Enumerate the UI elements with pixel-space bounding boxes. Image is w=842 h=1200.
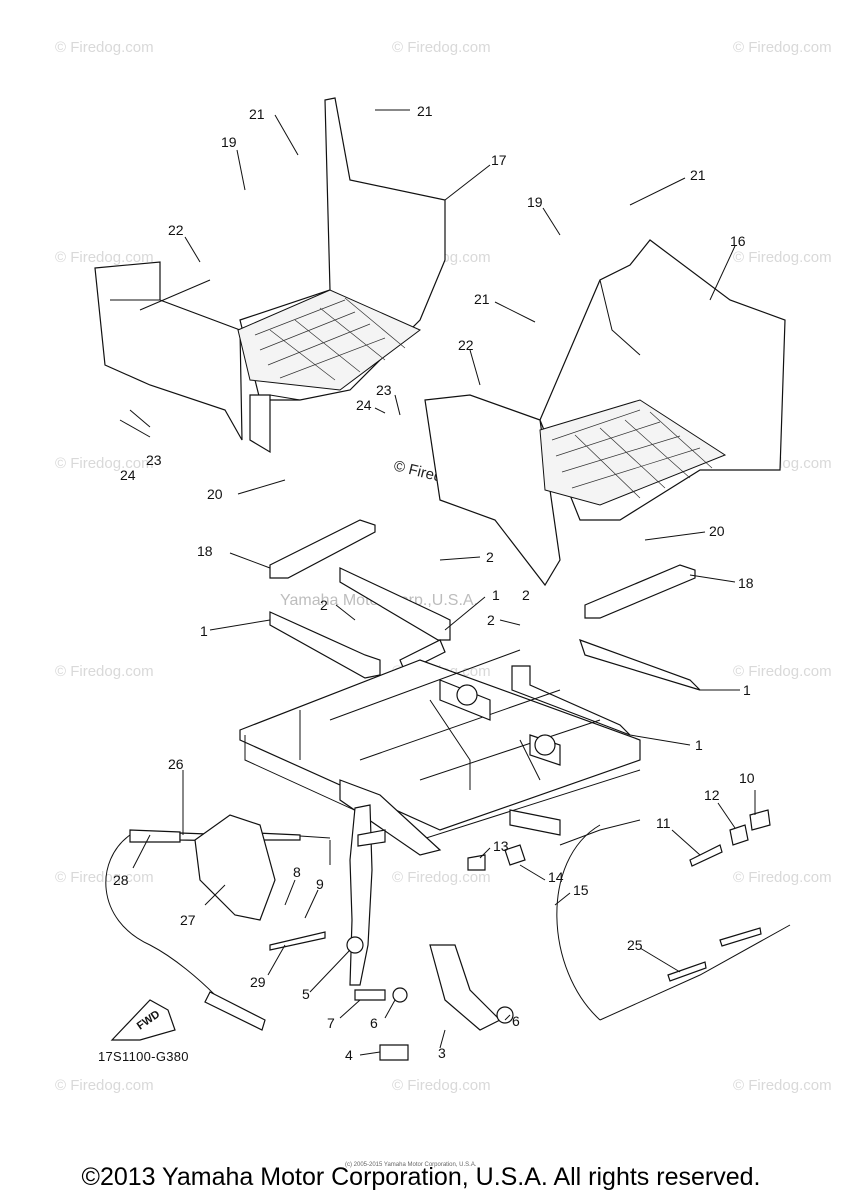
callout-20: 20: [709, 523, 725, 539]
callout-23: 23: [146, 452, 162, 468]
callout-3: 3: [438, 1045, 446, 1061]
callout-6: 6: [512, 1013, 520, 1029]
callout-21: 21: [690, 167, 706, 183]
callout-11: 11: [656, 815, 671, 831]
tiny-copyright: (c) 2005-2015 Yamaha Motor Corporation, …: [345, 1162, 477, 1168]
callout-14: 14: [548, 869, 564, 885]
callout-4: 4: [345, 1047, 353, 1063]
watermark: © Firedog.com: [55, 869, 154, 886]
callout-22: 22: [458, 337, 474, 353]
callout-20: 20: [207, 486, 223, 502]
watermark: © Firedog.com: [392, 869, 491, 886]
watermark: © Firedog.com: [733, 39, 832, 56]
callout-2: 2: [522, 587, 530, 603]
callout-18: 18: [197, 543, 213, 559]
callout-13: 13: [493, 838, 509, 854]
watermark: © Firedog.com: [55, 39, 154, 56]
callout-24: 24: [356, 397, 372, 413]
parts-diagram: © Firedog.com © Firedog.com © Firedog.co…: [55, 39, 832, 1094]
watermark: © Firedog.com: [733, 663, 832, 680]
callout-2: 2: [320, 597, 328, 613]
watermark: © Firedog.com: [55, 455, 154, 472]
copyright-notice: ©2013 Yamaha Motor Corporation, U.S.A. A…: [81, 1163, 761, 1191]
leader-lines: [119, 109, 756, 1056]
callout-28: 28: [113, 872, 129, 888]
diagram-code: 17S1100-G380: [98, 1049, 189, 1064]
watermark: © Firedog.com: [733, 869, 832, 886]
callout-15: 15: [573, 882, 589, 898]
callout-10: 10: [739, 770, 755, 786]
left-footrest-assembly: [94, 97, 446, 454]
callout-7: 7: [327, 1015, 335, 1031]
callout-18: 18: [738, 575, 754, 591]
callout-2: 2: [486, 549, 494, 565]
callout-5: 5: [302, 986, 310, 1002]
fwd-arrow-icon: FWD: [110, 999, 176, 1041]
callout-1: 1: [492, 587, 500, 603]
callout-21: 21: [417, 103, 433, 119]
callout-23: 23: [376, 382, 392, 398]
watermark: © Firedog.com: [55, 1077, 154, 1094]
right-brackets: [511, 564, 701, 736]
callout-16: 16: [730, 233, 746, 249]
callout-21: 21: [249, 106, 265, 122]
watermark-layer: © Firedog.com © Firedog.com © Firedog.co…: [55, 39, 832, 1094]
callout-25: 25: [627, 937, 643, 953]
callout-12: 12: [704, 787, 720, 803]
callout-2: 2: [487, 612, 495, 628]
callout-29: 29: [250, 974, 266, 990]
watermark: © Firedog.com: [733, 1077, 832, 1094]
callout-17: 17: [491, 152, 507, 168]
watermark: © Firedog.com: [392, 1077, 491, 1094]
left-brackets: [269, 519, 451, 679]
callout-19: 19: [221, 134, 237, 150]
callout-9: 9: [316, 876, 324, 892]
callout-1: 1: [200, 623, 208, 639]
callout-19: 19: [527, 194, 543, 210]
watermark: © Firedog.com: [55, 663, 154, 680]
callout-26: 26: [168, 756, 184, 772]
callout-8: 8: [293, 864, 301, 880]
callout-22: 22: [168, 222, 184, 238]
callout-27: 27: [180, 912, 196, 928]
parking-brake-cable-25: [467, 809, 791, 1021]
brake-pedal-assembly: [194, 804, 514, 1061]
callout-6: 6: [370, 1015, 378, 1031]
frame-assembly: [239, 649, 641, 856]
right-footrest-assembly: [424, 239, 786, 587]
callout-21: 21: [474, 291, 490, 307]
callout-1: 1: [695, 737, 703, 753]
watermark: © Firedog.com: [733, 249, 832, 266]
callout-24: 24: [120, 467, 136, 483]
watermark: © Firedog.com: [55, 249, 154, 266]
callout-1: 1: [743, 682, 751, 698]
callout-labels: 1 1 1 1 2 2 2 2 3 4 5 6 6 7 8 9 10 11 12…: [113, 103, 755, 1063]
watermark: © Firedog.com: [392, 39, 491, 56]
